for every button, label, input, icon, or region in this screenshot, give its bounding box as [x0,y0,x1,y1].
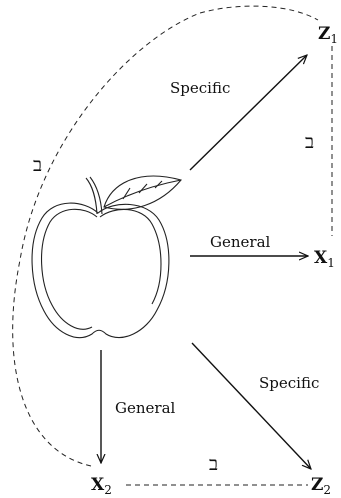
arrow-apple-to-z1 [189,55,307,171]
edge-label-apple-x2: General [115,399,176,417]
relation-symbol-right: ב [305,131,314,153]
edge-label-apple-z2: Specific [259,374,319,392]
node-x2: X2 [91,475,112,497]
node-z2-letter: Z [311,475,323,495]
relation-line-left [12,5,319,467]
node-z2: Z2 [311,475,331,497]
node-z1-letter: Z [318,24,330,44]
node-x2-subscript: 2 [104,483,112,497]
node-x2-letter: X [91,475,105,495]
node-z1: Z1 [318,24,338,46]
apple-icon [31,175,182,339]
node-z1-subscript: 1 [330,32,338,46]
node-x1-subscript: 1 [327,256,335,270]
arrow-apple-to-z2 [191,342,311,469]
edge-label-apple-x1: General [210,233,271,251]
relation-symbol-left: ב [33,154,42,176]
edge-label-apple-z1: Specific [170,79,230,97]
node-x1-letter: X [314,248,328,268]
relation-symbol-bottom: ב [209,453,218,475]
node-z2-subscript: 2 [323,483,331,497]
node-x1: X1 [314,248,335,270]
